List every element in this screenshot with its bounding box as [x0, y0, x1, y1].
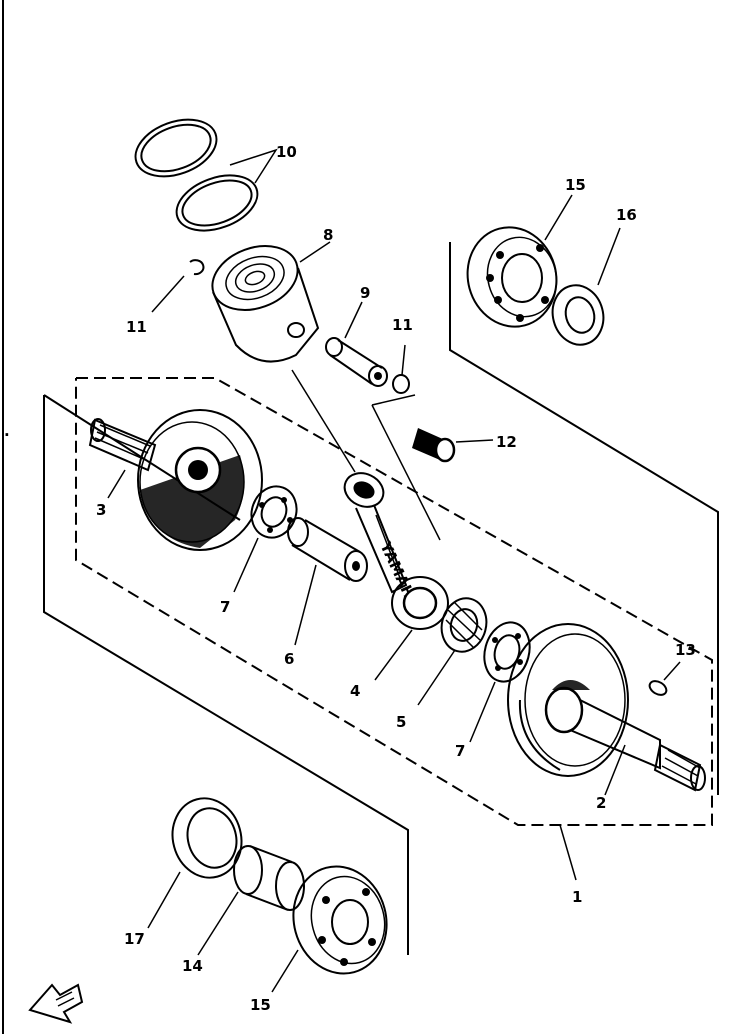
leader-10 — [229, 148, 278, 184]
leader-11a — [151, 275, 185, 313]
label-7-left: 7 — [220, 598, 230, 616]
edge-mark: · — [4, 426, 10, 444]
oil-seal-upper — [551, 284, 605, 346]
leader-14 — [197, 891, 239, 956]
front-arrow-icon — [28, 983, 84, 1024]
needle-guide-line-b — [371, 394, 416, 406]
piston — [211, 245, 320, 363]
leader-9 — [344, 301, 363, 339]
label-11-lower: 11 — [392, 316, 413, 334]
leader-15b — [271, 949, 299, 993]
crank-half-left — [88, 409, 263, 551]
label-4: 4 — [350, 682, 360, 700]
label-2: 2 — [596, 794, 606, 812]
label-11-upper: 11 — [126, 318, 147, 336]
label-5: 5 — [396, 713, 406, 731]
label-3: 3 — [96, 501, 106, 519]
oil-seal-lower — [171, 797, 243, 879]
label-6: 6 — [284, 650, 294, 668]
assembly-bracket-lower — [43, 395, 409, 955]
label-12: 12 — [496, 433, 517, 451]
label-15-upper: 15 — [565, 176, 586, 194]
leader-5 — [417, 649, 456, 706]
leader-8 — [299, 241, 331, 263]
label-8: 8 — [323, 226, 333, 244]
main-bearing-lower — [292, 865, 388, 975]
needle-guide-line-a — [371, 404, 441, 541]
pin-guide-line — [291, 369, 356, 473]
circlip-upper — [189, 259, 205, 276]
leader-7b — [469, 681, 496, 743]
label-10: 10 — [276, 143, 297, 161]
woodruff-key — [648, 680, 668, 696]
label-7-right: 7 — [455, 742, 465, 760]
label-13: 13 — [675, 641, 696, 659]
leader-15a — [544, 194, 573, 241]
piston-rings — [134, 118, 259, 232]
crank-pin — [287, 517, 368, 582]
circlip-lower — [392, 374, 410, 394]
label-17: 17 — [124, 930, 145, 948]
collar — [233, 845, 305, 911]
label-16: 16 — [616, 206, 637, 224]
crankshaft-assembly-box — [75, 377, 713, 826]
connecting-rod: YAMAHA — [343, 472, 449, 630]
small-end-bearing — [412, 428, 456, 463]
leader-12 — [455, 439, 494, 443]
leader-11b — [401, 344, 406, 376]
leader-1 — [559, 824, 577, 881]
crank-half-right — [507, 623, 706, 792]
leader-2 — [604, 744, 626, 796]
main-bearing-upper — [466, 226, 558, 328]
piston-pin — [325, 337, 388, 387]
big-end-bearing — [440, 597, 488, 653]
leader-17 — [147, 871, 181, 929]
leader-7a — [233, 537, 259, 593]
label-9: 9 — [360, 284, 370, 302]
label-15-lower: 15 — [250, 996, 271, 1014]
leader-13 — [663, 661, 681, 681]
label-14: 14 — [182, 957, 203, 975]
leader-3 — [107, 469, 126, 499]
leader-16 — [597, 227, 621, 286]
leader-4 — [374, 629, 413, 681]
label-1: 1 — [572, 888, 582, 906]
bearing-bracket-right — [449, 242, 719, 795]
leader-6 — [294, 564, 317, 646]
thrust-washer-left — [250, 485, 298, 539]
